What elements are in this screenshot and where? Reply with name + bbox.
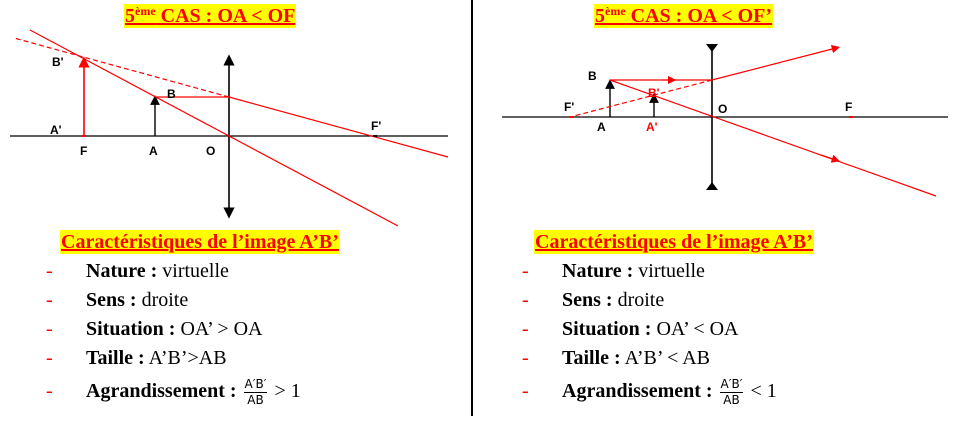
ray-diagram: B B' F' A A' O F [502, 44, 948, 197]
ray-through-center [609, 79, 937, 197]
ray-refracted-focus [228, 96, 449, 158]
label-b-prime: B' [52, 55, 64, 69]
ray-virtual-extension [13, 37, 230, 98]
label-a-prime: A' [646, 120, 658, 134]
label-a: A [149, 144, 158, 158]
label-a: A [597, 120, 606, 134]
left-panel: 5ème CAS : OA < OF B' A' B F A O F' Cara… [0, 0, 470, 426]
right-panel: 5ème CAS : OA < OF’ B B' F' A A' O F Car… [476, 0, 962, 426]
case-title: 5ème CAS : OA < OF’ [594, 4, 774, 28]
focus-prime-marker [570, 116, 574, 118]
lens-top-head [706, 44, 718, 52]
focus-marker [82, 135, 86, 137]
label-f: F [80, 144, 87, 158]
characteristics-title: Caractéristiques de l’image A’B’ [534, 230, 814, 254]
label-o: O [206, 144, 215, 158]
focus-marker [849, 116, 853, 118]
label-b: B [167, 87, 176, 101]
focus-prime-marker [373, 135, 377, 137]
label-b-prime: B' [648, 86, 660, 100]
label-f-prime: F' [564, 100, 574, 114]
ray-through-center-arrow [820, 154, 840, 163]
label-a-prime: A' [50, 123, 62, 137]
lens-bottom-head [706, 182, 718, 190]
ray-virtual-extension [569, 79, 713, 118]
panel-divider [471, 0, 473, 416]
fraction: A′B′AB [719, 376, 744, 407]
ray-through-center [29, 29, 399, 227]
case-title: 5ème CAS : OA < OF [124, 4, 297, 28]
fraction: A′B′AB [243, 376, 268, 407]
label-b: B [588, 69, 597, 83]
label-f: F [845, 100, 852, 114]
ray-diagram: B' A' B F A O F' [10, 29, 449, 227]
label-f-prime: F' [371, 119, 381, 133]
ray-diverging [711, 44, 841, 81]
characteristics-title: Caractéristiques de l’image A’B’ [60, 230, 340, 254]
label-o: O [718, 102, 727, 116]
